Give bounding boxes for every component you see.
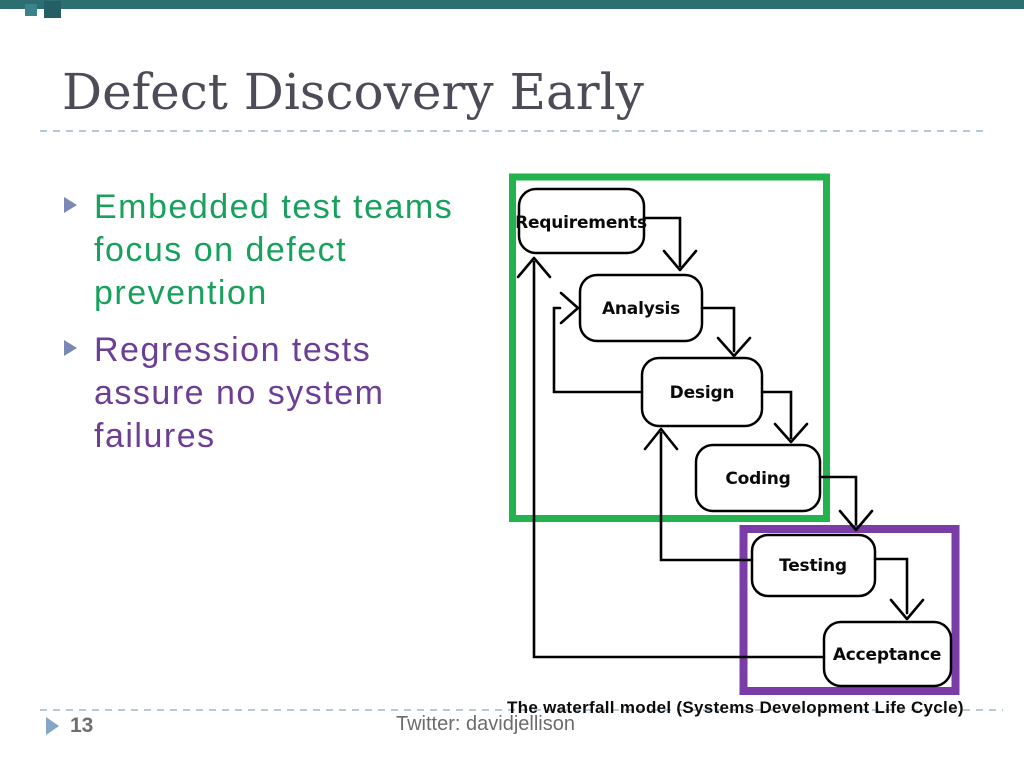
flow-box-testing	[750, 533, 877, 598]
arrowhead	[559, 291, 580, 325]
bullet-text: Embedded test teams focus on defect prev…	[94, 186, 453, 315]
arrowhead	[838, 509, 874, 532]
twitter-handle: Twitter: davidjellison	[396, 713, 575, 735]
feedback-testing-design	[659, 431, 754, 562]
bullet-line: prevention	[94, 274, 268, 312]
arrowhead	[516, 256, 552, 279]
page-triangle-icon	[46, 717, 59, 735]
bullet-line: failures	[94, 417, 216, 455]
flow-box-label: Testing	[779, 556, 847, 576]
feedback-acceptance-requirements	[532, 260, 826, 659]
arrowhead	[889, 598, 925, 621]
title-dashed-rule	[40, 130, 985, 132]
top-accent-bar	[0, 0, 1024, 9]
arrowhead	[773, 422, 809, 444]
flow-box-label: Analysis	[602, 299, 680, 319]
bullet-line: Embedded test teams	[94, 188, 454, 226]
bullet-text: Regression tests assure no system failur…	[94, 329, 384, 458]
flow-box-acceptance	[822, 620, 953, 688]
page-title: Defect Discovery Early	[62, 63, 644, 121]
early-phases-outline	[509, 173, 830, 522]
arrowhead	[716, 336, 752, 358]
bullet-list: Embedded test teams focus on defect prev…	[64, 186, 494, 472]
flow-box-label: Acceptance	[833, 645, 941, 665]
arrow-testing-acceptance	[873, 557, 909, 615]
flow-box-requirements	[517, 187, 646, 255]
diagram-caption: The waterfall model (Systems Development…	[507, 698, 964, 717]
triangle-bullet-icon	[64, 197, 77, 213]
list-item: Embedded test teams focus on defect prev…	[64, 186, 494, 315]
arrow-coding-testing	[818, 475, 858, 526]
list-item: Regression tests assure no system failur…	[64, 329, 494, 458]
flow-box-label: Coding	[725, 469, 790, 489]
bullet-line: Regression tests	[94, 331, 372, 369]
feedback-design-analysis	[552, 306, 644, 394]
arrow-requirements-analysis	[642, 216, 682, 268]
arrowhead	[643, 427, 679, 451]
triangle-bullet-icon	[64, 340, 77, 356]
arrowhead	[662, 249, 698, 272]
page-number: 13	[70, 714, 94, 737]
bullet-line: assure no system	[94, 374, 385, 412]
accent-square-small	[25, 4, 37, 16]
late-phases-outline	[739, 525, 960, 695]
arrow-design-coding	[760, 390, 793, 440]
bullet-line: focus on defect	[94, 231, 348, 269]
accent-square-large	[44, 1, 61, 18]
flow-box-label: Requirements	[515, 213, 647, 233]
footer-dashed-rule	[40, 709, 1003, 711]
arrow-analysis-design	[700, 306, 736, 353]
flow-box-label: Design	[670, 383, 735, 403]
